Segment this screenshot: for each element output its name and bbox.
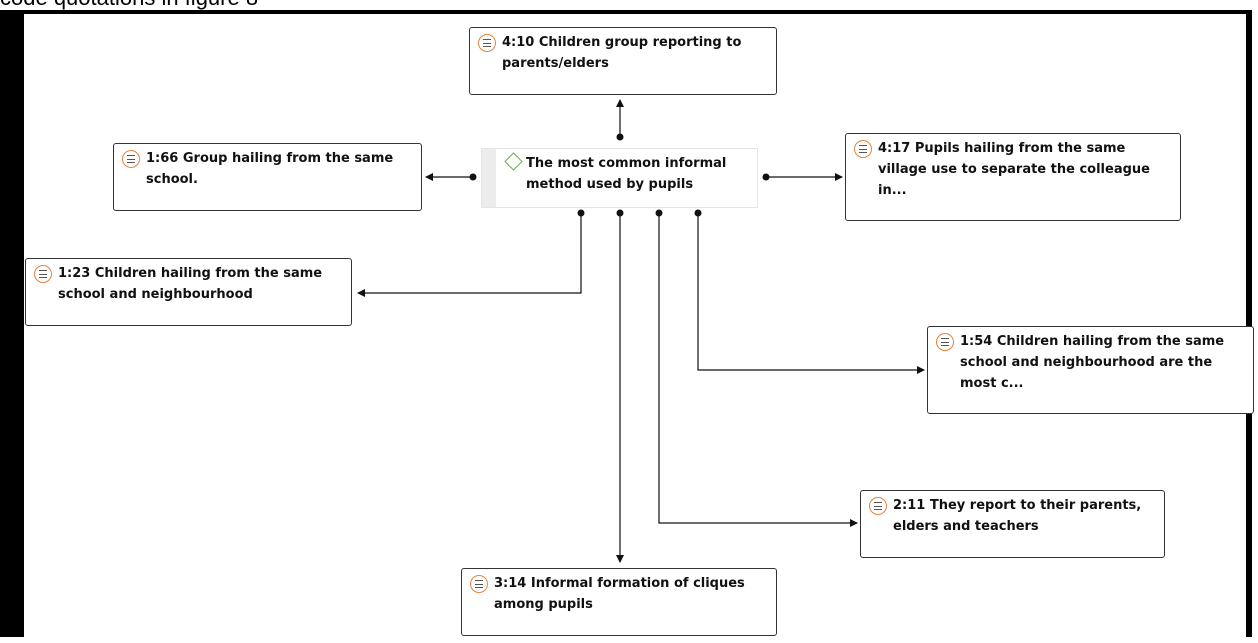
figure-caption: code quotations in figure 8 <box>0 0 1258 10</box>
quotation-node-2-11[interactable]: 2:11 They report to their parents, elder… <box>860 490 1165 558</box>
quotation-node-1-54[interactable]: 1:54 Children hailing from the same scho… <box>927 326 1254 414</box>
quotation-node-1-66[interactable]: 1:66 Group hailing from the same school. <box>113 143 422 211</box>
quotation-icon <box>869 497 887 515</box>
central-code-node[interactable]: The most common informal method used by … <box>481 148 758 208</box>
central-code-label: The most common informal method used by … <box>526 156 727 192</box>
edge-to-2-11 <box>658 213 858 527</box>
edge-origin-dot <box>577 209 585 217</box>
edge-origin-dot <box>655 209 663 217</box>
quotation-label: 1:54 Children hailing from the same scho… <box>960 334 1225 391</box>
quotation-icon <box>34 265 52 283</box>
node-handle <box>482 149 496 207</box>
edge-origin-dot <box>616 133 624 141</box>
quotation-node-1-23[interactable]: 1:23 Children hailing from the same scho… <box>25 258 352 326</box>
code-diamond-icon <box>504 152 523 171</box>
quotation-label: 3:14 Informal formation of cliques among… <box>494 576 745 612</box>
edge-to-1-54 <box>697 213 925 374</box>
edge-origin-dot <box>762 173 770 181</box>
quotation-label: 1:66 Group hailing from the same school. <box>146 151 394 187</box>
quotation-icon <box>470 575 488 593</box>
quotation-node-4-17[interactable]: 4:17 Pupils hailing from the same villag… <box>845 133 1181 221</box>
edge-origin-dot <box>469 173 477 181</box>
edge-origin-dot <box>616 209 624 217</box>
quotation-label: 4:17 Pupils hailing from the same villag… <box>878 141 1150 198</box>
quotation-icon <box>478 34 496 52</box>
quotation-label: 1:23 Children hailing from the same scho… <box>58 266 323 302</box>
quotation-node-3-14[interactable]: 3:14 Informal formation of cliques among… <box>461 568 777 636</box>
quotation-icon <box>122 150 140 168</box>
quotation-label: 4:10 Children group reporting to parents… <box>502 35 742 71</box>
quotation-node-4-10[interactable]: 4:10 Children group reporting to parents… <box>469 27 777 95</box>
edge-to-1-23 <box>357 213 582 297</box>
quotation-icon <box>936 333 954 351</box>
quotation-label: 2:11 They report to their parents, elder… <box>893 498 1142 534</box>
edge-origin-dot <box>694 209 702 217</box>
quotation-icon <box>854 140 872 158</box>
